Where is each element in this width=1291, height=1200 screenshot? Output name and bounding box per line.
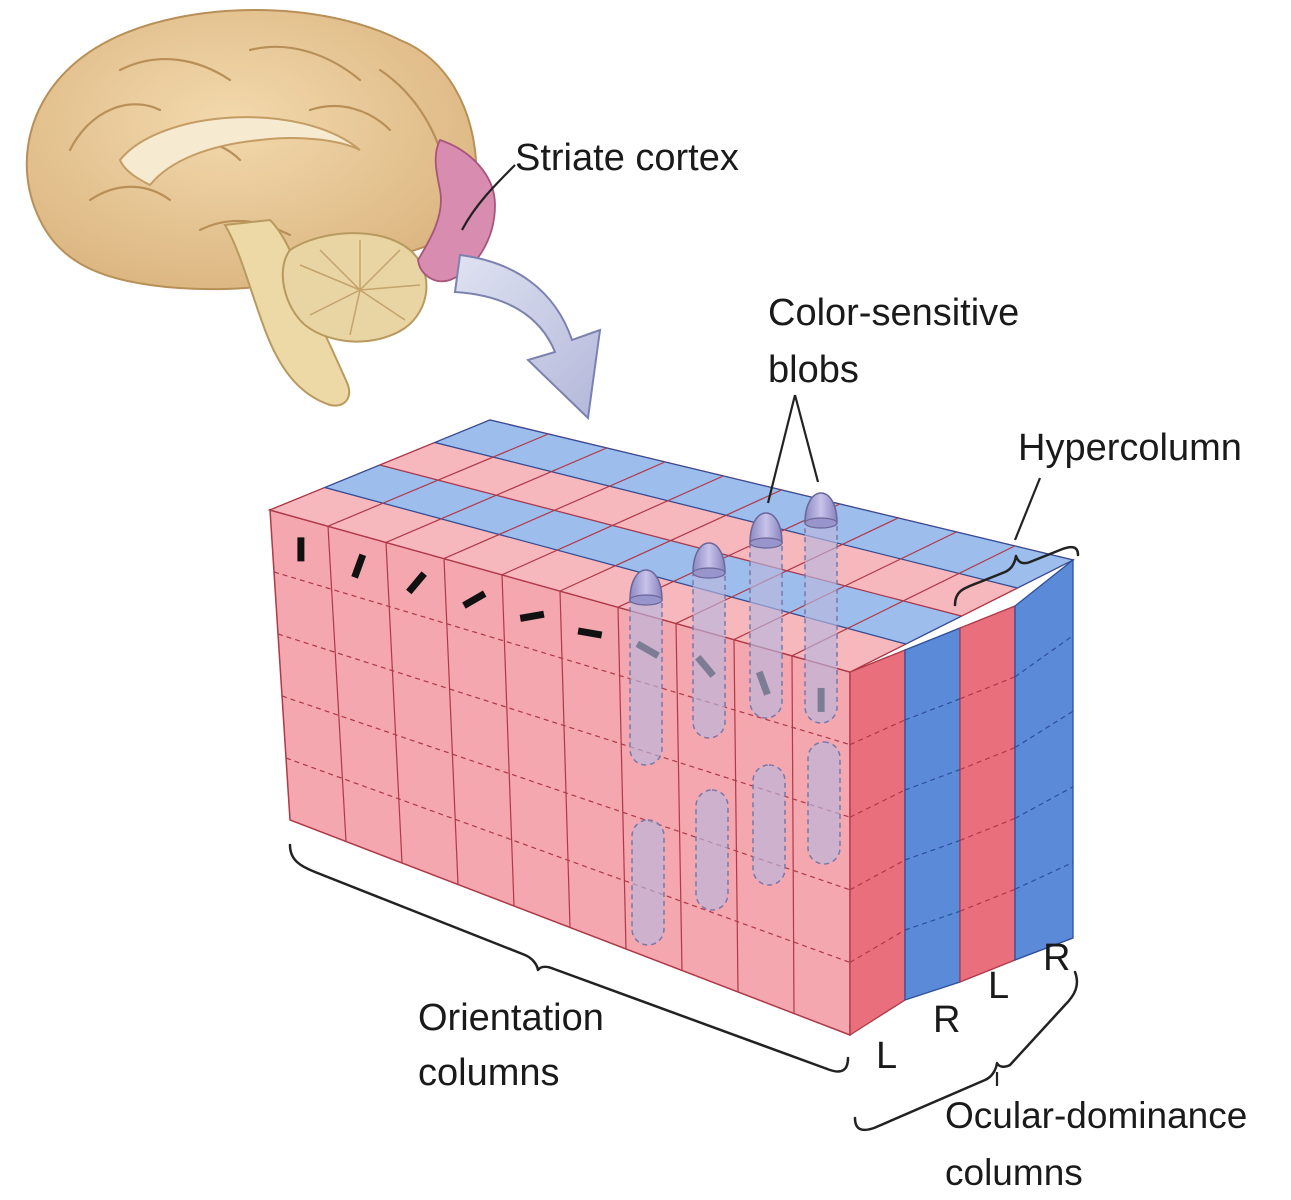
side-row-line: [849, 719, 906, 746]
side-row-line: [1014, 861, 1074, 890]
front-column-line: [443, 558, 459, 885]
front-row-line: [273, 571, 851, 746]
label-orientation-line1: Orientation: [418, 997, 604, 1039]
front-column-line: [385, 542, 403, 864]
side-row-line: [904, 910, 961, 931]
front-column-line: [501, 574, 515, 907]
top-grid-line: [443, 461, 666, 560]
label-orientation-line2: columns: [418, 1052, 560, 1094]
side-row-line: [849, 929, 906, 963]
top-grid-line: [385, 447, 607, 543]
label-eye-R1: R: [933, 999, 960, 1041]
side-row-line: [904, 769, 961, 791]
side-column-R2: [1014, 558, 1074, 961]
side-grid: [849, 635, 1074, 963]
side-column-L1: [849, 649, 906, 1037]
striate-cortex-leader: [461, 164, 516, 231]
brain-sagittal-icon: [25, 9, 496, 407]
blob-leader-right: [793, 394, 820, 483]
curved-arrow-icon: [453, 253, 602, 421]
ocular-dominance-bracket: [853, 970, 1079, 1132]
side-row-line: [959, 676, 1016, 700]
label-eye-R2: R: [1043, 937, 1070, 979]
orientation-bar-icon: [577, 627, 603, 639]
side-row-line: [904, 839, 961, 861]
orientation-bar-icon: [519, 610, 545, 622]
front-column-line: [327, 526, 347, 842]
side-row-line: [904, 698, 961, 721]
hypercolumn-bracket: [953, 545, 1080, 607]
front-row-line: [277, 633, 851, 818]
blob-leader-left: [766, 394, 797, 504]
front-column-line: [559, 590, 571, 928]
color-blobs: [629, 492, 841, 946]
label-color-blobs-line1: Color-sensitive: [768, 292, 1019, 334]
label-ocular-line1: Ocular-dominance: [945, 1095, 1247, 1136]
label-hypercolumn: Hypercolumn: [1018, 427, 1242, 469]
front-column-line: [791, 655, 795, 1014]
side-row-line: [1014, 710, 1074, 749]
orientation-bracket: [288, 843, 850, 1073]
side-row-line: [959, 817, 1016, 841]
front-column-line: [733, 639, 739, 993]
label-color-blobs-line2: blobs: [768, 349, 859, 391]
label-eye-L2: L: [988, 965, 1009, 1007]
side-column-L2: [959, 605, 1016, 983]
orientation-bar-icon: [406, 571, 427, 595]
side-row-line: [959, 747, 1016, 771]
front-column-line: [675, 623, 683, 971]
side-row-line: [1014, 635, 1074, 678]
side-column-R1: [904, 627, 961, 1001]
side-row-line: [849, 789, 906, 818]
top-grid-line: [559, 489, 782, 592]
top-grid-line: [327, 433, 549, 527]
side-row-line: [959, 888, 1016, 912]
label-striate-cortex: Striate cortex: [515, 137, 739, 179]
label-ocular-line2: columns: [945, 1152, 1083, 1193]
side-row-line: [1014, 786, 1074, 819]
orientation-bar-icon: [462, 590, 487, 609]
front-row-line: [281, 695, 851, 891]
front-row-line: [285, 757, 851, 963]
cortex-block: [267, 419, 1076, 1037]
label-eye-L1: L: [876, 1035, 897, 1077]
front-grid: [273, 526, 851, 1014]
orientation-bar-icon: [351, 553, 367, 579]
front-column-line: [617, 607, 627, 950]
side-row-line: [849, 859, 906, 891]
top-grid-line: [501, 475, 724, 576]
hypercolumn-leader: [1013, 477, 1042, 541]
top-stripes: [268, 419, 1075, 673]
